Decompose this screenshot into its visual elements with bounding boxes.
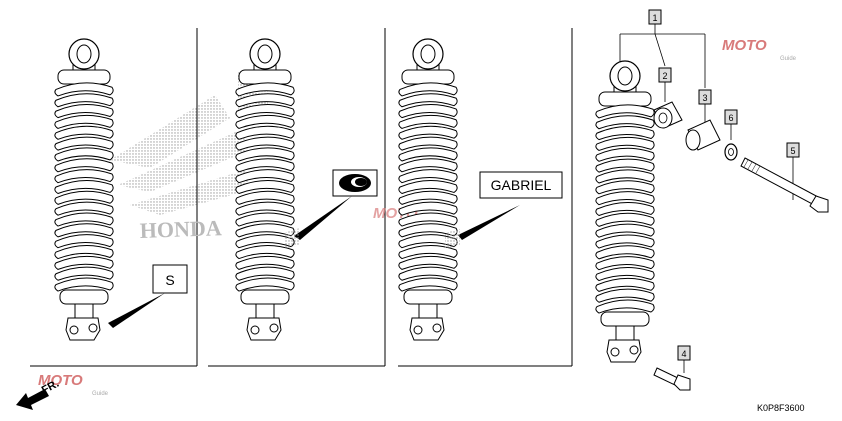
- part-3-collar: [685, 119, 721, 151]
- part-tag-6: 6: [724, 109, 738, 125]
- moto-watermark-text: MOTO: [38, 372, 83, 389]
- moto-watermark-sub: Guide: [92, 391, 109, 397]
- svg-text:5: 5: [790, 146, 795, 156]
- part-tag-2: 2: [658, 67, 672, 83]
- callout-gabriel-label: GABRIEL: [491, 177, 552, 193]
- svg-text:4: 4: [681, 349, 686, 359]
- leader-lines: [619, 24, 794, 373]
- part-2-bushing: [653, 101, 683, 129]
- shock-absorber-s: [54, 38, 114, 341]
- shock-absorber-gabriel: [398, 38, 458, 341]
- svg-text:1: 1: [652, 13, 657, 23]
- moto-watermark-text: MOTO: [722, 37, 767, 54]
- svg-text:2: 2: [662, 71, 667, 81]
- callout-cs-logo: [284, 169, 378, 249]
- part-tag-3: 3: [698, 89, 712, 105]
- svg-text:6: 6: [728, 113, 733, 123]
- reference-code: K0P8F3600: [757, 403, 805, 413]
- panel-dividers: [30, 28, 573, 367]
- moto-watermark-sub: Guide: [780, 56, 797, 62]
- part-4-short-bolt: [653, 367, 691, 391]
- shock-absorber-assembly: [595, 60, 655, 363]
- moto-watermark-top: MOTO Guide: [722, 37, 797, 62]
- svg-text:3: 3: [702, 93, 707, 103]
- part-5-long-bolt: [740, 157, 829, 213]
- callout-gabriel: GABRIEL: [445, 171, 563, 249]
- part-tag-5: 5: [786, 142, 800, 158]
- part-6-washer: [724, 143, 738, 161]
- honda-logo-text: HONDA: [139, 215, 222, 243]
- part-number-tags: 1 2 3 6 5 4: [648, 9, 800, 361]
- part-tag-4: 4: [677, 345, 691, 361]
- callout-s: S: [108, 264, 188, 328]
- moto-watermark-bottom: MOTO Guide: [38, 372, 109, 397]
- callout-s-label: S: [165, 272, 174, 288]
- part-tag-1: 1: [648, 9, 662, 25]
- shock-absorber-cs: [235, 38, 295, 341]
